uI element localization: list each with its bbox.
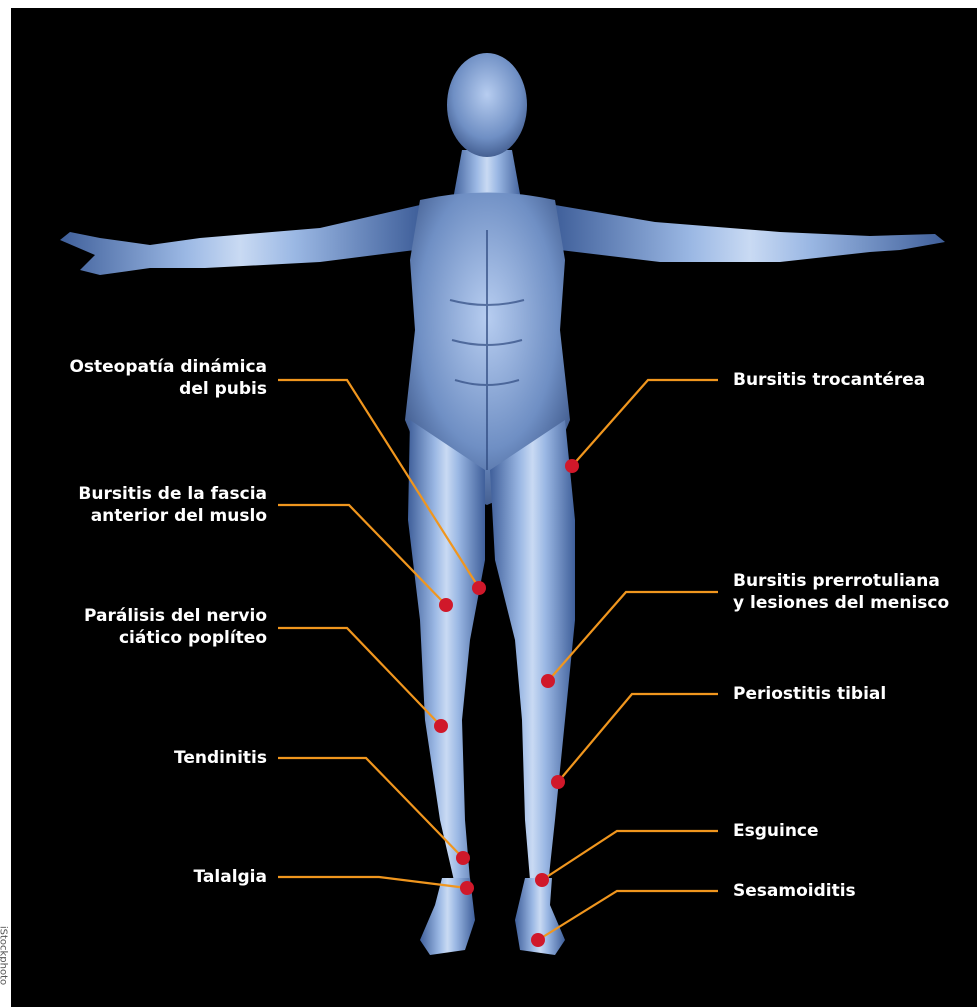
marker-osteopatia [472,581,486,595]
marker-periostitis [551,775,565,789]
label-line: Sesamoiditis [733,880,856,902]
leader-bursitis-trocanterea [572,380,718,466]
label-line: ciático poplíteo [84,627,267,649]
label-line: del pubis [69,378,267,400]
marker-tendinitis [456,851,470,865]
marker-bursitis-prerrotuliana [541,674,555,688]
left-arm [60,205,420,275]
label-sesamoiditis: Sesamoiditis [733,880,856,902]
label-line: Parálisis del nervio [84,605,267,627]
right-leg [490,420,575,885]
marker-paralisis [434,719,448,733]
label-line: Bursitis de la fascia [78,483,267,505]
marker-sesamoiditis [531,933,545,947]
label-bursitis-fascia: Bursitis de la fascia anterior del muslo [78,483,267,527]
left-leg [408,420,485,885]
leader-periostitis [558,694,718,782]
label-bursitis-trocanterea: Bursitis trocantérea [733,369,925,391]
label-line: anterior del muslo [78,505,267,527]
head [447,53,527,157]
photo-credit: iStockphoto [0,901,9,1007]
leader-paralisis [278,628,441,726]
label-periostitis: Periostitis tibial [733,683,886,705]
label-line: Bursitis prerrotuliana [733,570,949,592]
leader-sesamoiditis [538,891,718,940]
label-line: Esguince [733,820,819,842]
label-tendinitis: Tendinitis [174,747,267,769]
marker-talalgia [460,881,474,895]
right-arm [555,205,945,262]
label-line: Periostitis tibial [733,683,886,705]
label-paralisis: Parálisis del nervio ciático poplíteo [84,605,267,649]
label-osteopatia: Osteopatía dinámica del pubis [69,356,267,400]
marker-bursitis-trocanterea [565,459,579,473]
label-line: Talalgia [194,866,267,888]
leader-esguince [542,831,718,880]
label-line: Osteopatía dinámica [69,356,267,378]
label-line: y lesiones del menisco [733,592,949,614]
label-bursitis-prerrotuliana: Bursitis prerrotuliana y lesiones del me… [733,570,949,614]
label-line: Tendinitis [174,747,267,769]
marker-bursitis-fascia [439,598,453,612]
label-talalgia: Talalgia [194,866,267,888]
leader-talalgia [278,877,467,888]
marker-esguince [535,873,549,887]
label-line: Bursitis trocantérea [733,369,925,391]
label-esguince: Esguince [733,820,819,842]
